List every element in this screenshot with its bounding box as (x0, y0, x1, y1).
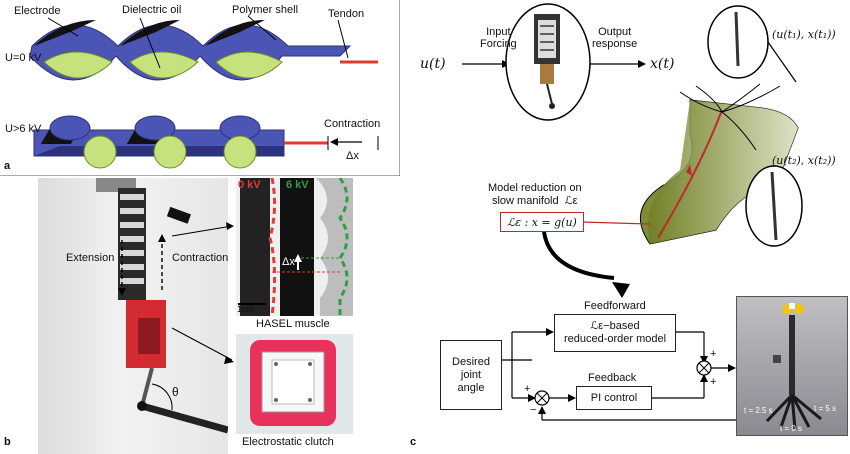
label-dielectric-oil: Dielectric oil (122, 4, 182, 16)
label-contraction-a: Contraction (324, 118, 381, 130)
label-feedback: Feedback (588, 372, 637, 384)
label-x-t: x(t) (650, 56, 675, 72)
robot-arm-timelapse-photo (736, 296, 848, 436)
label-feedforward: Feedforward (584, 300, 646, 312)
panel-b-tag: b (4, 436, 11, 448)
contracted-actuator (33, 115, 328, 169)
label-polymer-shell: Polymer shell (232, 4, 299, 16)
sum-minus-b: − (530, 404, 537, 416)
label-input-forcing: Input Forcing (480, 26, 517, 50)
label-u-t: u(t) (420, 56, 446, 72)
sum-plus-top-a: + (524, 383, 531, 395)
label-t-0: t = 0 s (780, 424, 803, 433)
relaxed-actuator (29, 20, 378, 81)
label-delta-x-a: Δx (346, 150, 359, 162)
sum-plus-top-b: + (710, 348, 717, 360)
panel-a-illustration (0, 0, 400, 176)
panel-c-tag: c (410, 436, 417, 448)
label-electrostatic-clutch: Electrostatic clutch (242, 436, 334, 448)
label-u-zero: U=0 kV (5, 52, 42, 64)
panel-b-pointers (171, 222, 234, 364)
label-scale-bar: 1cm (237, 304, 255, 314)
label-output-response: Output response (592, 26, 638, 50)
label-contraction-b: Contraction (172, 252, 229, 264)
sum-plus-bottom-b: + (710, 376, 717, 388)
feedforward-model-box: ℒε−based reduced-order model (554, 314, 676, 352)
manifold-equation-box: ℒε : x = g(u) (500, 212, 584, 232)
label-t-5: t = 5 s (814, 404, 837, 413)
label-tendon: Tendon (328, 8, 365, 20)
label-pair-t2: (u(t₂), x(t₂)) (772, 154, 836, 167)
panel-c-diagram (402, 3, 850, 449)
panel-a-tag: a (4, 160, 11, 172)
label-delta-x-b: Δx (282, 256, 295, 268)
electrostatic-clutch-photo (236, 334, 353, 434)
label-zero-kv: 0 kV (238, 179, 261, 191)
label-model-reduction: Model reduction on slow manifold ℒε (488, 182, 582, 207)
pi-control-box: PI control (576, 386, 652, 410)
hasel-muscle-photo (236, 178, 353, 316)
label-six-kv: 6 kV (286, 179, 309, 191)
desired-joint-angle-box: Desired joint angle (440, 340, 502, 410)
label-hasel-muscle: HASEL muscle (256, 318, 330, 330)
label-u-six: U>6 kV (5, 123, 42, 135)
label-extension: Extension (66, 252, 115, 264)
label-theta: θ (172, 385, 179, 399)
label-electrode: Electrode (14, 5, 61, 17)
label-pair-t1: (u(t₁), x(t₁)) (772, 28, 836, 41)
robot-arm-photo (38, 178, 228, 454)
label-t-2-5: t = 2.5 s (744, 406, 773, 415)
